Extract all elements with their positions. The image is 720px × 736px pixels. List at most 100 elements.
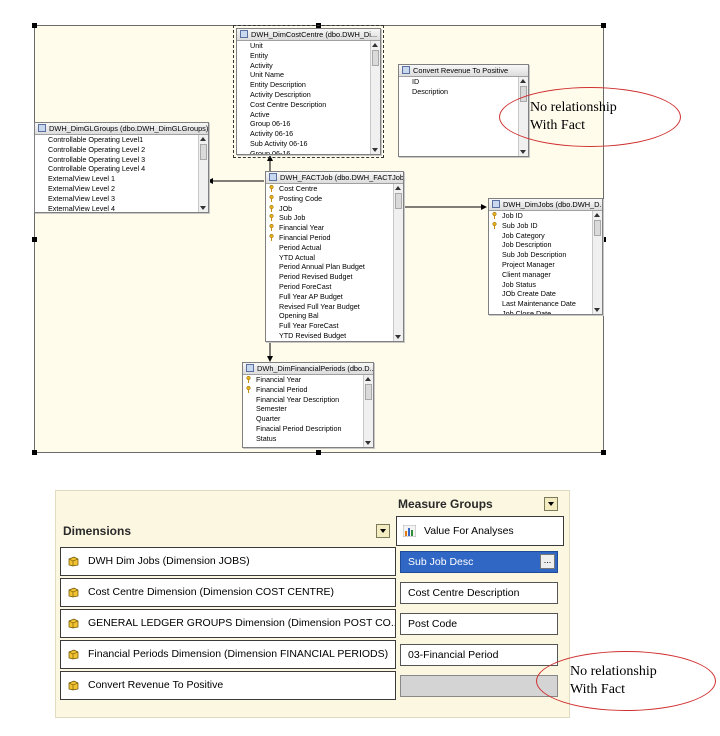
table-column[interactable]: Entity Description (237, 80, 371, 90)
relationship-cell[interactable]: Sub Job Desc... (400, 551, 558, 573)
scroll-down-icon[interactable] (520, 150, 526, 154)
table-column[interactable]: Full Year AP Budget (266, 292, 394, 302)
dimension-row[interactable]: Cost Centre Dimension (Dimension COST CE… (60, 578, 396, 607)
scroll-down-icon[interactable] (594, 308, 600, 312)
scroll-thumb[interactable] (594, 220, 601, 236)
table-title[interactable]: DWH_DimGLGroups (dbo.DWH_DimGLGroups) (35, 123, 208, 135)
dimension-row[interactable]: GENERAL LEDGER GROUPS Dimension (Dimensi… (60, 609, 396, 638)
table-column[interactable]: YTD Revised Budget (266, 331, 394, 341)
table-column[interactable]: Finacial Period Description (243, 424, 364, 434)
table-column[interactable]: Job Description (489, 240, 593, 250)
table-column[interactable]: Sub Activity 06-16 (237, 139, 371, 149)
table-column[interactable]: Status (243, 434, 364, 444)
resize-handle[interactable] (601, 23, 606, 28)
resize-handle[interactable] (316, 23, 321, 28)
table-column[interactable]: JOb Create Date (489, 289, 593, 299)
table-column[interactable]: ExternalView Level 2 (35, 184, 199, 194)
table-title[interactable]: DWH_DimJobs (dbo.DWH_D... (489, 199, 602, 211)
table-column[interactable]: Financial Year (266, 223, 394, 233)
table-column[interactable]: Financial Period (243, 385, 364, 395)
table-column[interactable]: Job Close Date (489, 309, 593, 314)
vertical-scrollbar[interactable] (370, 41, 380, 154)
scroll-up-icon[interactable] (395, 186, 401, 190)
table-column[interactable]: Activity (237, 61, 371, 71)
table-column[interactable]: Sub Job Description (489, 250, 593, 260)
table-column[interactable]: Unit Name (237, 70, 371, 80)
scroll-up-icon[interactable] (372, 43, 378, 47)
table-column[interactable]: JOb (266, 204, 394, 214)
scroll-up-icon[interactable] (200, 137, 206, 141)
table-column[interactable]: Period Actual (266, 243, 394, 253)
scroll-thumb[interactable] (365, 384, 372, 400)
table-column[interactable]: Job Category (489, 231, 593, 241)
table-column[interactable]: Quarter (243, 414, 364, 424)
table-column[interactable]: ID (399, 77, 519, 87)
table-column[interactable]: Controllable Operating Level 2 (35, 145, 199, 155)
table-column[interactable]: Financial Year Description (243, 395, 364, 405)
scroll-up-icon[interactable] (594, 213, 600, 217)
table-column[interactable]: Controllable Operating Level1 (35, 135, 199, 145)
table-column[interactable]: Group 06-16 (237, 149, 371, 154)
table-column[interactable]: Controllable Operating Level 4 (35, 164, 199, 174)
table-title[interactable]: DWH_FACTJob (dbo.DWH_FACTJob) (266, 172, 403, 184)
table-column[interactable]: Sub Job (266, 213, 394, 223)
table-column[interactable]: Group 06-16 (237, 119, 371, 129)
dimension-row[interactable]: DWH Dim Jobs (Dimension JOBS) (60, 547, 396, 576)
table-column[interactable]: Sub Job ID (489, 221, 593, 231)
table-column[interactable]: Semester (243, 404, 364, 414)
table-column[interactable]: Job ID (489, 211, 593, 221)
resize-handle[interactable] (601, 237, 606, 242)
table-column[interactable]: Client manager (489, 270, 593, 280)
scroll-thumb[interactable] (395, 193, 402, 209)
table-column[interactable]: ExternalView Level 4 (35, 204, 199, 212)
vertical-scrollbar[interactable] (393, 184, 403, 341)
dimension-row[interactable]: Convert Revenue To Positive (60, 671, 396, 700)
table-column[interactable]: Activity 06-16 (237, 129, 371, 139)
table-column[interactable]: Controllable Operating Level 3 (35, 155, 199, 165)
table-column[interactable]: Unit (237, 41, 371, 51)
table-dim-gl-groups[interactable]: DWH_DimGLGroups (dbo.DWH_DimGLGroups)Con… (34, 122, 209, 213)
relationship-cell[interactable]: Cost Centre Description (400, 582, 558, 604)
vertical-scrollbar[interactable] (592, 211, 602, 314)
scroll-down-icon[interactable] (395, 335, 401, 339)
resize-handle[interactable] (601, 450, 606, 455)
resize-handle[interactable] (32, 23, 37, 28)
table-title[interactable]: Convert Revenue To Positive (399, 65, 528, 77)
scroll-down-icon[interactable] (200, 206, 206, 210)
table-dim-financial-periods[interactable]: DWh_DimFinancialPeriods (dbo.D...Financi… (242, 362, 374, 448)
table-column[interactable]: ExternalView Level 3 (35, 194, 199, 204)
measure-group-header-cell[interactable]: Value For Analyses (396, 516, 564, 546)
scroll-down-icon[interactable] (372, 148, 378, 152)
table-column[interactable]: Project Manager (489, 260, 593, 270)
relationship-cell[interactable]: Post Code (400, 613, 558, 635)
resize-handle[interactable] (32, 450, 37, 455)
table-title[interactable]: DWH_DimCostCentre (dbo.DWH_Di... (237, 29, 380, 41)
table-column[interactable]: Period Annual Plan Budget (266, 262, 394, 272)
scroll-up-icon[interactable] (520, 79, 526, 83)
vertical-scrollbar[interactable] (198, 135, 208, 212)
scroll-thumb[interactable] (200, 144, 207, 160)
scroll-up-icon[interactable] (365, 377, 371, 381)
table-column[interactable]: YTD Actual (266, 253, 394, 263)
table-column[interactable]: Activity Description (237, 90, 371, 100)
ellipsis-button[interactable]: ... (540, 554, 555, 569)
table-column[interactable]: Period ForeCast (266, 282, 394, 292)
resize-handle[interactable] (316, 450, 321, 455)
table-column[interactable]: Description (399, 87, 519, 97)
vertical-scrollbar[interactable] (363, 375, 373, 447)
scroll-thumb[interactable] (372, 50, 379, 66)
dimensions-dropdown-button[interactable] (376, 524, 390, 538)
table-column[interactable]: Active (237, 110, 371, 120)
table-column[interactable]: Job Status (489, 280, 593, 290)
table-fact-job[interactable]: DWH_FACTJob (dbo.DWH_FACTJob)Cost Centre… (265, 171, 404, 342)
table-column[interactable]: Cost Centre (266, 184, 394, 194)
table-column[interactable]: Opening Bal (266, 311, 394, 321)
table-column[interactable]: Full Year ForeCast (266, 321, 394, 331)
table-column[interactable]: Cost Centre Description (237, 100, 371, 110)
table-column[interactable]: Period Revised Budget (266, 272, 394, 282)
relationship-cell[interactable]: 03-Financial Period (400, 644, 558, 666)
table-column[interactable]: Last Maintenance Date (489, 299, 593, 309)
measure-groups-dropdown-button[interactable] (544, 497, 558, 511)
